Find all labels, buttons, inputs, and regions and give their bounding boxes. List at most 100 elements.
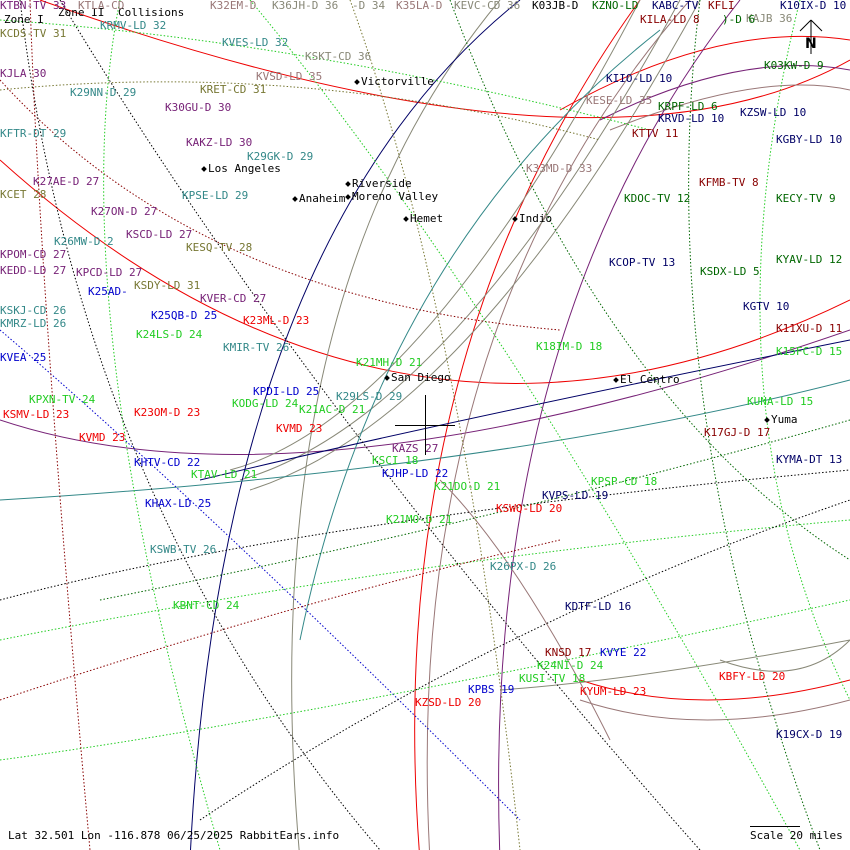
station-label[interactable]: KPDI-LD 25 [253, 385, 320, 398]
station-label[interactable]: KCET 28 [0, 188, 47, 201]
station-label[interactable]: K24LS-D 24 [136, 328, 203, 341]
station-label[interactable]: KYMA-DT 13 [776, 453, 843, 466]
station-label[interactable]: KESE-LD 35 [586, 94, 653, 107]
station-label[interactable]: KBNT-CD 24 [173, 599, 240, 612]
station-label[interactable]: KTTV 11 [632, 127, 679, 140]
station-label[interactable]: KMRZ-LD 26 [0, 317, 67, 330]
station-label[interactable]: K21MO-D 21 [386, 513, 453, 526]
station-label[interactable]: KBFY-LD 20 [719, 670, 786, 683]
station-label[interactable]: K25QB-D 25 [151, 309, 218, 322]
station-label[interactable]: KHTV-CD 22 [134, 456, 201, 469]
station-label[interactable]: KODG-LD 24 [232, 397, 299, 410]
station-label[interactable]: KVPS-LD 19 [542, 489, 609, 502]
station-label[interactable]: K11XU-D 11 [776, 322, 843, 335]
station-label[interactable]: KGBY-LD 10 [776, 133, 843, 146]
station-label[interactable]: KYUM-LD 23 [580, 685, 647, 698]
station-label[interactable]: K32EM-D [210, 0, 257, 12]
station-label[interactable]: KRMV-LD 32 [100, 19, 167, 32]
station-label[interactable]: K03JB-D [532, 0, 579, 12]
station-label[interactable]: KSDY-LD 31 [134, 279, 201, 292]
station-label[interactable]: KJLA 30 [0, 67, 47, 80]
station-label[interactable]: KGTV 10 [743, 300, 790, 313]
station-label[interactable]: KFMB-TV 8 [699, 176, 759, 189]
station-label[interactable]: K35LA-D [396, 0, 443, 12]
station-label[interactable]: KDTF-LD 16 [565, 600, 632, 613]
station-label[interactable]: KVMD 23 [276, 422, 323, 435]
station-label[interactable]: KHAX-LD 25 [145, 497, 212, 510]
station-label[interactable]: K10IX-D 10 [780, 0, 847, 12]
station-label[interactable]: KMIR-TV 26 [223, 341, 290, 354]
station-label[interactable]: KUNA-LD 15 [747, 395, 814, 408]
station-label[interactable]: KVSD-LD 35 [256, 70, 323, 83]
station-label[interactable]: KAZS 27 [392, 442, 439, 455]
station-label[interactable]: KVYE 22 [600, 646, 647, 659]
station-label[interactable]: K25AD- [88, 285, 128, 298]
station-label[interactable]: KAKZ-LD 30 [186, 136, 253, 149]
station-label[interactable]: K17GJ-D 17 [704, 426, 771, 439]
station-label[interactable]: KNSD 17 [545, 646, 592, 659]
station-label[interactable]: KSMV-LD 23 [3, 408, 70, 421]
station-label[interactable]: K27ON-D 27 [91, 205, 158, 218]
station-label[interactable]: K21DO-D 21 [434, 480, 501, 493]
station-label[interactable]: KTAV-LD 21 [191, 468, 258, 481]
station-label[interactable]: KEVC-CD 36 [454, 0, 521, 12]
station-label[interactable]: KSWB-TV 26 [150, 543, 217, 556]
station-label[interactable]: K26PX-D 26 [490, 560, 557, 573]
station-label[interactable]: KCDS-TV 31 [0, 27, 67, 40]
station-label[interactable]: KABC-TV [652, 0, 699, 12]
station-label[interactable]: KSCD-LD 27 [126, 228, 193, 241]
station-label[interactable]: KPXN-TV 24 [29, 393, 96, 406]
station-label[interactable]: KVMD 23 [79, 431, 126, 444]
station-label[interactable]: K24NI-D 24 [537, 659, 604, 672]
station-label[interactable]: KILA-LD 8 [640, 13, 700, 26]
station-label[interactable]: KYAV-LD 12 [776, 253, 843, 266]
station-label[interactable]: KSDX-LD 5 [700, 265, 760, 278]
station-label[interactable]: KVES-LD 32 [222, 36, 289, 49]
station-label[interactable]: KRET-CD 31 [200, 83, 267, 96]
station-label[interactable]: KZNO-LD [592, 0, 639, 12]
station-label[interactable]: KZSW-LD 10 [740, 106, 807, 119]
station-label[interactable]: KPSE-LD 29 [182, 189, 249, 202]
station-label[interactable]: KECY-TV 9 [776, 192, 836, 205]
station-label[interactable]: KRVD-LD 10 [658, 112, 725, 125]
station-label[interactable]: K21AC-D 21 [299, 403, 366, 416]
station-label[interactable]: KESQ-TV 28 [186, 241, 253, 254]
station-label[interactable]: K23OM-D 23 [134, 406, 201, 419]
station-label[interactable]: KSKJ-CD 26 [0, 304, 67, 317]
station-label[interactable]: K26MW-D 2 [54, 235, 114, 248]
station-label[interactable]: KPOM-CD 27 [0, 248, 67, 261]
station-label[interactable]: KSCI 18 [372, 454, 419, 467]
station-label[interactable]: K30GU-D 30 [165, 101, 232, 114]
station-label[interactable]: KEDD-LD 27 [0, 264, 67, 277]
station-label[interactable]: KFTR-DT 29 [0, 127, 67, 140]
station-label[interactable]: KCOP-TV 13 [609, 256, 676, 269]
station-label[interactable]: K29LS-D 29 [336, 390, 403, 403]
station-label[interactable]: KUSI-TV 18 [519, 672, 586, 685]
station-label[interactable]: KSKT-CD 36 [305, 50, 372, 63]
station-label[interactable]: KPBS 19 [468, 683, 515, 696]
station-label[interactable]: K36JH-D 36 [272, 0, 339, 12]
station-label[interactable]: K19CX-D 19 [776, 728, 843, 741]
station-label[interactable]: KZSD-LD 20 [415, 696, 482, 709]
station-label[interactable]: KSWQ-LD 20 [496, 502, 563, 515]
station-label[interactable]: K33MD-D 33 [526, 162, 593, 175]
station-label[interactable]: K29NN-D 29 [70, 86, 137, 99]
station-label[interactable]: K23ML-D 23 [243, 314, 310, 327]
station-label[interactable]: K27AE-D 27 [33, 175, 100, 188]
station-label[interactable]: KDOC-TV 12 [624, 192, 691, 205]
station-label[interactable]: KRPF-LD 6 [658, 100, 718, 113]
station-label[interactable]: KFLI [708, 0, 735, 12]
station-label[interactable]: KPSP-CD 18 [591, 475, 658, 488]
station-label[interactable]: K29GK-D 29 [247, 150, 314, 163]
station-label[interactable]: -D 34 [352, 0, 386, 12]
station-label[interactable]: KJHP-LD 22 [382, 467, 449, 480]
station-label[interactable]: K03KW-D 9 [764, 59, 824, 72]
station-label[interactable]: )-D 6 [722, 13, 756, 26]
station-label[interactable]: K21MH-D 21 [356, 356, 423, 369]
station-label[interactable]: KVER-CD 27 [200, 292, 267, 305]
station-label[interactable]: K18IM-D 18 [536, 340, 603, 353]
station-label[interactable]: KTBN-TV 33 [0, 0, 67, 12]
station-label[interactable]: KVEA 25 [0, 351, 47, 364]
station-label[interactable]: KPCD-LD 27 [76, 266, 143, 279]
